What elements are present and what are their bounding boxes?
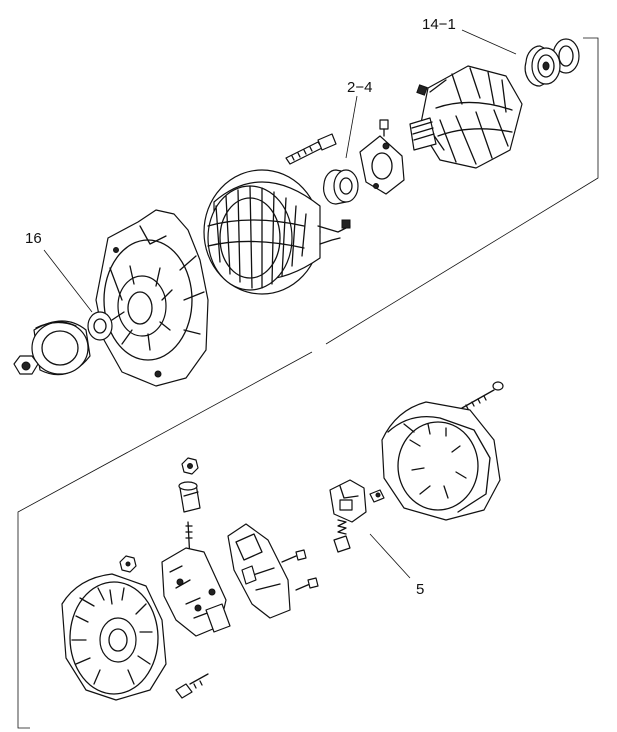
rear-bearing xyxy=(323,169,359,205)
rectifier-screw xyxy=(295,577,319,591)
regulator xyxy=(227,523,291,619)
through-bolt xyxy=(285,133,337,165)
regulator-screw xyxy=(281,549,307,563)
front-bearing xyxy=(524,45,561,87)
terminal-bushing xyxy=(178,481,201,513)
terminal-nut xyxy=(181,457,199,475)
stator xyxy=(203,169,351,295)
bearing-retainer-plate xyxy=(359,119,405,195)
pulley-nut xyxy=(13,355,39,375)
callout-14-1: 14−1 xyxy=(422,16,456,33)
spacer-collar xyxy=(87,311,113,341)
frame-bolt xyxy=(175,673,209,699)
leader-lines xyxy=(43,29,517,579)
pulley xyxy=(31,320,91,376)
callout-2-4: 2−4 xyxy=(347,79,372,96)
rear-cover xyxy=(381,401,501,521)
callout-16: 16 xyxy=(25,230,42,247)
assembly-frame xyxy=(17,37,599,729)
brush xyxy=(333,535,351,553)
callout-5: 5 xyxy=(416,581,424,598)
rectifier xyxy=(161,547,231,637)
front-housing xyxy=(95,209,209,387)
brush-spring xyxy=(337,519,347,535)
rear-frame xyxy=(61,573,167,701)
rear-cover-bolt xyxy=(461,381,504,410)
brush-holder xyxy=(329,479,385,523)
rotor xyxy=(409,65,523,169)
small-nut xyxy=(119,555,137,573)
